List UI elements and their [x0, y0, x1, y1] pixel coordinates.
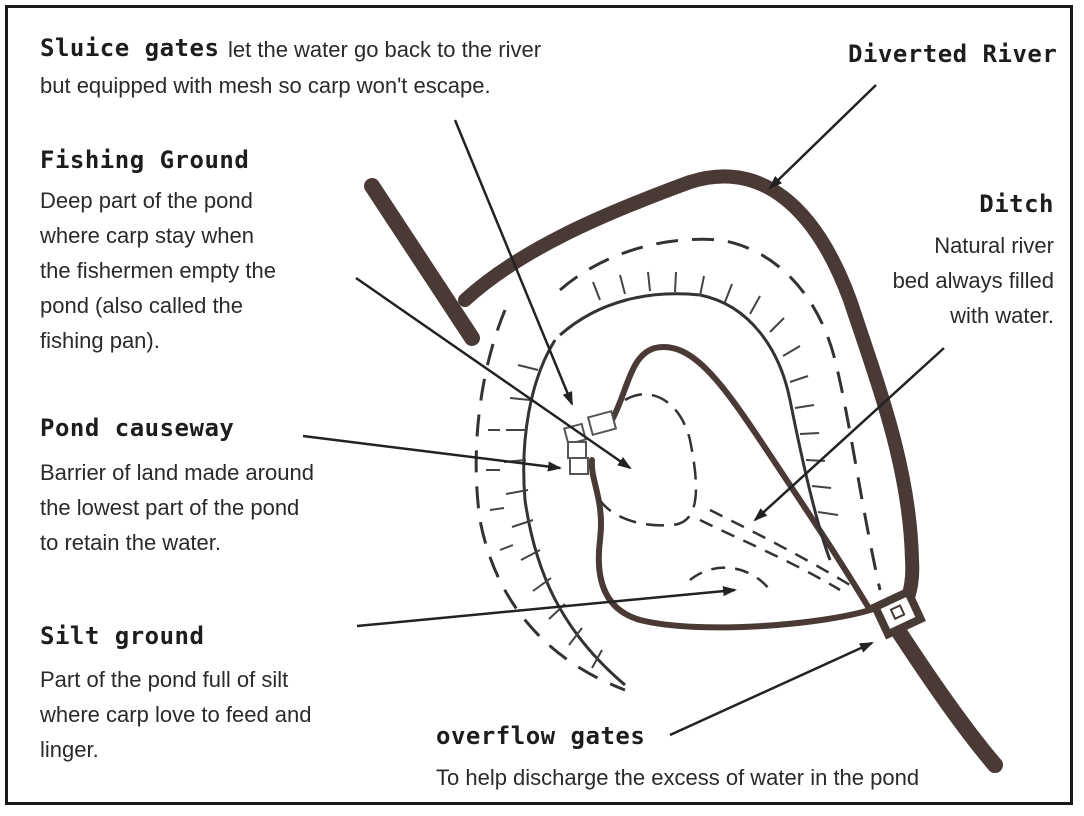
- sluice-text-1: let the water go back to the river: [228, 37, 542, 62]
- pond-causeway: [474, 237, 882, 692]
- fishing-text-3: the fishermen empty the: [40, 258, 277, 283]
- ditch-title: Ditch: [979, 190, 1054, 218]
- causeway-inner-solid: [559, 292, 832, 561]
- causeway-left-dashed: [474, 309, 626, 692]
- river-loop: [458, 169, 920, 625]
- overflow-text: To help discharge the excess of water in…: [436, 765, 920, 790]
- silt-text-3: linger.: [40, 737, 99, 762]
- overflow-gate-hole: [889, 604, 906, 621]
- diverted-river: [364, 169, 1003, 773]
- arrow-sluice: [453, 119, 574, 406]
- causeway-hatching: [486, 271, 839, 669]
- annotation-arrows: [302, 84, 945, 737]
- river-title: Diverted River: [848, 40, 1058, 68]
- fishing-ground-outline: [593, 393, 698, 527]
- silt-text-2: where carp love to feed and: [40, 702, 312, 727]
- causeway-inner-left: [522, 339, 626, 687]
- fishing-text-2: where carp stay when: [40, 223, 254, 248]
- causeway-title: Pond causeway: [40, 414, 235, 442]
- causeway-text-2: the lowest part of the pond: [40, 495, 300, 520]
- causeway-text-1: Barrier of land made around: [40, 460, 314, 485]
- ditch-loop: [588, 344, 875, 631]
- sluice-gate: [563, 409, 618, 475]
- fishing-title: Fishing Ground: [40, 146, 250, 174]
- causeway-text-3: to retain the water.: [40, 530, 221, 555]
- arrow-causeway: [302, 434, 562, 472]
- fishing-text-5: fishing pan).: [40, 328, 160, 353]
- arrow-river: [768, 84, 877, 190]
- arrow-overflow: [669, 641, 874, 737]
- river-inlet: [364, 178, 480, 346]
- fishing-text-1: Deep part of the pond: [40, 188, 253, 213]
- arrow-fishing: [355, 276, 632, 470]
- sluice-title: Sluice gates: [40, 34, 220, 62]
- silt-title: Silt ground: [40, 622, 205, 650]
- silt-text-1: Part of the pond full of silt: [40, 667, 289, 692]
- sluice-text-2: but equipped with mesh so carp won't esc…: [40, 73, 491, 98]
- arrow-silt: [356, 586, 737, 628]
- causeway-outer-dashed: [559, 237, 882, 591]
- arrow-ditch: [753, 347, 945, 522]
- ditch-text-1: Natural river: [934, 233, 1054, 258]
- overflow-title: overflow gates: [436, 722, 646, 750]
- river-outlet: [880, 607, 1003, 773]
- ditch-text-3: with water.: [950, 303, 1054, 328]
- ditch-text-2: bed always filled: [892, 268, 1054, 293]
- fishing-text-4: pond (also called the: [40, 293, 244, 318]
- silt-ground-outline: [689, 508, 851, 592]
